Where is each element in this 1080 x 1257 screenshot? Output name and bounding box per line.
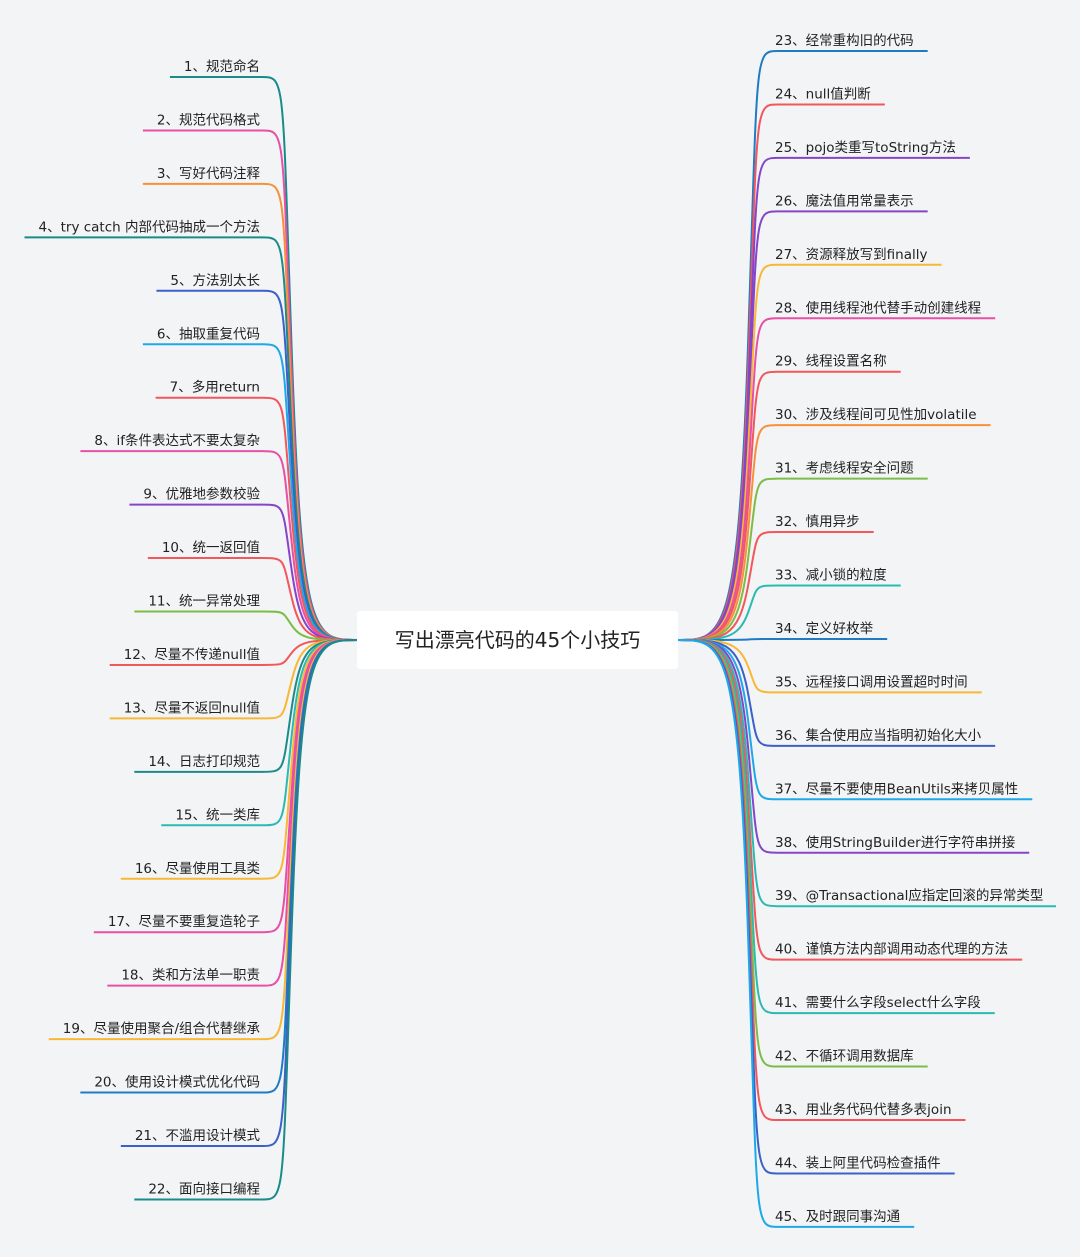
branch-label-right-37: 37、尽量不要使用BeanUtils来拷贝属性 — [775, 780, 1018, 797]
branch-label-right-29: 29、线程设置名称 — [775, 354, 887, 370]
branch-connector-left-2 — [261, 129, 359, 641]
branch-label-left-10: 10、统一返回值 — [162, 540, 260, 556]
branch-label-right-25: 25、pojo类重写toString方法 — [775, 140, 956, 156]
branch-connector-right-45 — [677, 639, 779, 1228]
branch-connector-right-26 — [677, 210, 779, 641]
branch-label-left-16: 16、尽量使用工具类 — [135, 860, 260, 877]
branch-label-right-45: 45、及时跟同事沟通 — [775, 1209, 901, 1225]
branch-label-left-7: 7、多用return — [170, 379, 260, 396]
branch-label-left-1: 1、规范命名 — [184, 58, 260, 75]
branch-label-left-14: 14、日志打印规范 — [148, 753, 260, 770]
branch-label-right-33: 33、减小锁的粒度 — [775, 568, 887, 584]
central-topic-title: 写出漂亮代码的45个小技巧 — [395, 628, 640, 652]
branch-label-right-27: 27、资源释放写到finally — [775, 247, 928, 263]
branch-connector-left-19 — [261, 639, 359, 1041]
branch-label-left-19: 19、尽量使用聚合/组合代替继承 — [63, 1020, 261, 1037]
branch-connector-left-18 — [261, 639, 359, 987]
branch-connector-right-41 — [677, 639, 779, 1015]
branch-label-right-41: 41、需要什么字段select什么字段 — [775, 995, 981, 1011]
branch-connector-left-3 — [261, 182, 359, 641]
branch-label-right-43: 43、用业务代码代替多表join — [775, 1101, 952, 1118]
branch-connector-right-25 — [677, 156, 779, 641]
branch-label-left-20: 20、使用设计模式优化代码 — [94, 1074, 260, 1091]
central-topic[interactable]: 写出漂亮代码的45个小技巧 — [357, 611, 678, 669]
branch-label-left-13: 13、尽量不返回null值 — [124, 700, 260, 716]
branch-label-right-34: 34、定义好枚举 — [775, 621, 874, 637]
branch-label-right-26: 26、魔法值用常量表示 — [775, 193, 914, 209]
branch-label-left-18: 18、类和方法单一职责 — [121, 968, 260, 984]
branch-connector-right-42 — [677, 639, 779, 1068]
branch-label-left-17: 17、尽量不要重复造轮子 — [108, 913, 260, 930]
branch-connector-right-43 — [677, 639, 779, 1121]
branch-label-left-5: 5、方法别太长 — [170, 273, 260, 289]
branch-connector-right-23 — [677, 50, 779, 641]
branch-connector-left-22 — [261, 639, 359, 1201]
branch-label-right-38: 38、使用StringBuilder进行字符串拼接 — [775, 834, 1015, 851]
branch-connector-left-21 — [261, 639, 359, 1147]
branch-label-left-21: 21、不滥用设计模式 — [135, 1128, 261, 1144]
branch-label-right-39: 39、@Transactional应指定回滚的异常类型 — [775, 887, 1043, 904]
branch-connector-left-4 — [261, 236, 359, 641]
branch-connector-left-5 — [261, 289, 359, 641]
branch-label-left-12: 12、尽量不传递null值 — [124, 647, 260, 663]
branch-label-right-23: 23、经常重构旧的代码 — [775, 33, 914, 49]
branch-label-left-8: 8、if条件表达式不要太复杂 — [94, 432, 260, 449]
central-topic-box — [357, 611, 678, 669]
branch-label-right-24: 24、null值判断 — [775, 86, 871, 102]
branch-label-left-9: 9、优雅地参数校验 — [143, 486, 260, 503]
branch-nodes: 1、规范命名 2、规范代码格式 3、写好代码注释 4、try catch 内部代码抽成… — [39, 33, 1044, 1225]
branch-label-right-30: 30、涉及线程间可见性加volatile — [775, 407, 977, 423]
branch-label-left-15: 15、统一类库 — [175, 807, 260, 823]
branch-label-right-42: 42、不循环调用数据库 — [775, 1049, 914, 1065]
branch-label-right-35: 35、远程接口调用设置超时时间 — [775, 673, 968, 690]
branch-label-left-2: 2、规范代码格式 — [157, 112, 261, 128]
branch-label-right-28: 28、使用线程池代替手动创建线程 — [775, 299, 981, 316]
branch-label-left-22: 22、面向接口编程 — [148, 1180, 260, 1197]
branch-label-left-11: 11、统一异常处理 — [148, 594, 260, 610]
branch-connector-right-24 — [677, 103, 779, 641]
branch-label-left-6: 6、抽取重复代码 — [157, 325, 260, 342]
branch-label-right-36: 36、集合使用应当指明初始化大小 — [775, 727, 982, 744]
branch-label-right-44: 44、装上阿里代码检查插件 — [775, 1155, 941, 1171]
branch-label-right-31: 31、考虑线程安全问题 — [775, 460, 914, 477]
branch-label-left-4: 4、try catch 内部代码抽成一个方法 — [39, 219, 260, 235]
branch-label-left-3: 3、写好代码注释 — [157, 166, 261, 182]
branch-connector-left-20 — [261, 639, 359, 1094]
branch-label-right-40: 40、谨慎方法内部调用动态代理的方法 — [775, 942, 1008, 958]
branch-connector-left-1 — [261, 76, 359, 641]
branch-connectors — [24, 50, 1056, 1228]
branch-connector-right-44 — [677, 639, 779, 1175]
branch-label-right-32: 32、慎用异步 — [775, 514, 860, 530]
